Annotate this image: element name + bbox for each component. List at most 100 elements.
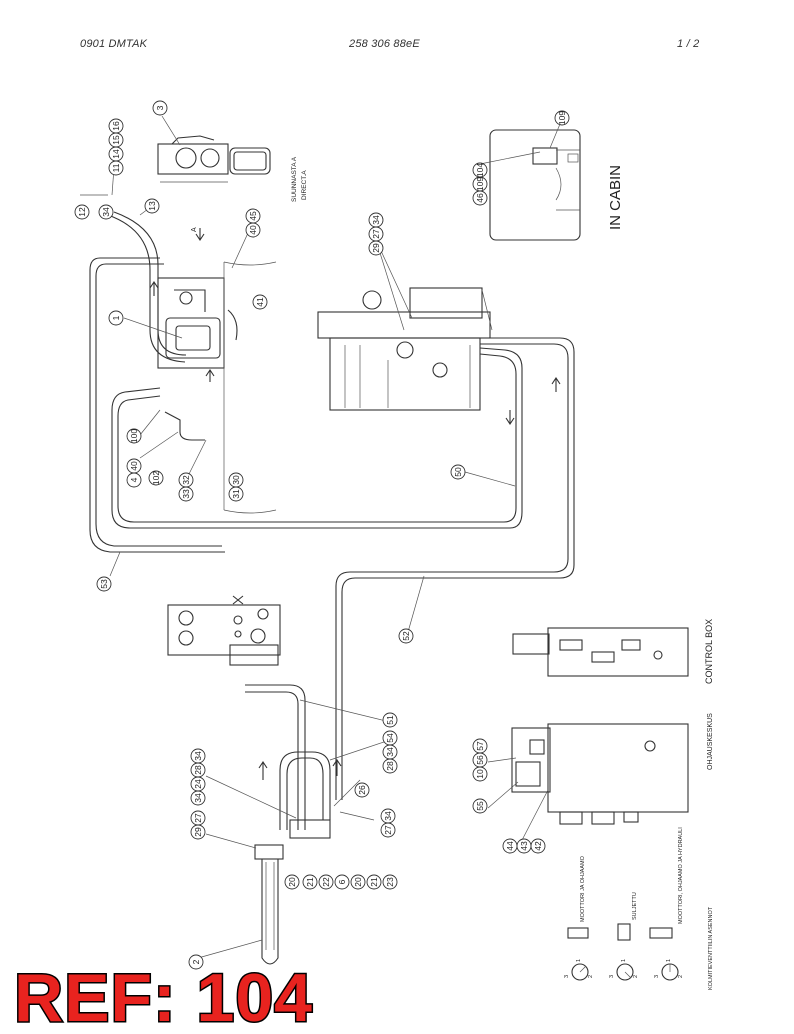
callout-34d: 34 — [380, 808, 396, 824]
svg-text:11: 11 — [111, 163, 121, 172]
suljettu-label: SULJETTU — [632, 892, 638, 920]
svg-text:34: 34 — [193, 751, 203, 761]
callout-41: 41 — [252, 294, 268, 310]
callout-45: 45 — [245, 208, 261, 224]
callout-109b: 109 — [472, 176, 488, 192]
leader-lines — [80, 115, 561, 959]
svg-text:51: 51 — [385, 715, 395, 725]
svg-text:2: 2 — [191, 959, 201, 964]
callout-14: 14 — [108, 146, 124, 162]
svg-text:109: 109 — [557, 111, 567, 125]
svg-text:55: 55 — [475, 801, 485, 811]
svg-text:24: 24 — [193, 779, 203, 789]
svg-text:30: 30 — [231, 475, 241, 485]
callout-54: 54 — [382, 730, 398, 746]
callout-3: 3 — [152, 100, 168, 116]
callout-26: 26 — [354, 782, 370, 798]
kolmitieventtiilin-label: KOLMITIEVENTTIILIN ASENNOT — [708, 906, 714, 990]
callout-20a: 20 — [284, 874, 300, 890]
suunnasta-label: SUUNNASTA A — [291, 156, 298, 202]
svg-text:44: 44 — [505, 841, 515, 851]
valve-position-1a: 1 — [576, 959, 582, 962]
svg-text:34: 34 — [371, 215, 381, 225]
callout-13: 13 — [144, 198, 160, 214]
svg-text:1: 1 — [111, 315, 121, 320]
svg-text:4: 4 — [129, 477, 139, 482]
valve-position-1c: 1 — [666, 959, 672, 962]
callout-52: 52 — [398, 628, 414, 644]
callout-16: 16 — [108, 118, 124, 134]
svg-text:42: 42 — [533, 841, 543, 851]
callout-2: 2 — [188, 954, 204, 970]
valve-position-2b: 2 — [633, 975, 639, 978]
svg-text:34: 34 — [193, 793, 203, 803]
callout-102: 102 — [148, 470, 164, 486]
svg-text:28: 28 — [193, 765, 203, 775]
callout-55: 55 — [472, 798, 488, 814]
svg-text:40: 40 — [129, 461, 139, 471]
arrow-a-label: A — [191, 227, 198, 232]
callout-28b: 28 — [382, 758, 398, 774]
svg-text:28: 28 — [385, 761, 395, 771]
callout-10: 10 — [472, 766, 488, 782]
svg-text:29: 29 — [193, 827, 203, 837]
in-cabin-box-drawing — [489, 129, 581, 241]
callout-44: 44 — [502, 838, 518, 854]
direct-label: DIRECT.A — [301, 170, 308, 200]
callout-6: 6 — [334, 874, 350, 890]
callout-51: 51 — [382, 712, 398, 728]
callout-100: 100 — [126, 428, 142, 444]
callout-34e: 34 — [190, 748, 206, 764]
callout-34c: 34 — [382, 744, 398, 760]
svg-text:34: 34 — [383, 811, 393, 821]
callout-56: 56 — [472, 752, 488, 768]
svg-text:100: 100 — [129, 429, 139, 443]
callout-27c: 27 — [190, 810, 206, 826]
control-box-drawing — [512, 627, 689, 677]
svg-text:45: 45 — [248, 211, 258, 221]
svg-text:56: 56 — [475, 755, 485, 765]
valve-position-3a: 3 — [564, 975, 570, 978]
callout-27b: 27 — [380, 822, 396, 838]
callout-12: 12 — [74, 204, 90, 220]
svg-text:22: 22 — [321, 877, 331, 887]
svg-text:20: 20 — [353, 877, 363, 887]
callout-109: 109 — [554, 110, 570, 126]
callout-104: 104 — [472, 162, 488, 178]
callout-bubbles: 3 16 15 14 11 12 34 13 45 40 1 41 100 40… — [74, 100, 570, 970]
reference-label: REF: 104 — [13, 960, 314, 1034]
callout-42: 42 — [530, 838, 546, 854]
callout-28a: 28 — [190, 762, 206, 778]
svg-text:34: 34 — [101, 207, 111, 217]
heating-element-drawing — [254, 819, 331, 965]
callout-23: 23 — [382, 874, 398, 890]
ohjauskeskus-label: OHJAUSKESKUS — [707, 713, 714, 770]
callout-30: 30 — [228, 472, 244, 488]
engine-mount-drawing — [157, 261, 277, 514]
valve-position-drawing — [567, 923, 679, 981]
moottori-hydrauli-label: MOOTTORI, OHJAAMO JA HYDRAULI — [678, 827, 684, 924]
callout-1: 1 — [108, 310, 124, 326]
callout-46: 46 — [472, 190, 488, 206]
rotated-labels: IN CABIN CONTROL BOX OHJAUSKESKUS SUUNNA… — [191, 156, 714, 990]
svg-text:12: 12 — [77, 207, 87, 217]
callout-40b: 40 — [126, 458, 142, 474]
svg-text:29: 29 — [371, 243, 381, 253]
svg-text:109: 109 — [475, 177, 485, 191]
svg-text:23: 23 — [385, 877, 395, 887]
svg-text:15: 15 — [111, 135, 121, 145]
callout-11: 11 — [108, 160, 124, 176]
callout-29b: 29 — [190, 824, 206, 840]
ohjauskeskus-box-drawing — [511, 723, 689, 825]
svg-text:27: 27 — [383, 825, 393, 835]
callout-21a: 21 — [302, 874, 318, 890]
callout-40: 40 — [245, 222, 261, 238]
svg-text:50: 50 — [453, 467, 463, 477]
svg-text:16: 16 — [111, 121, 121, 131]
engine-drawing — [317, 287, 493, 411]
svg-text:53: 53 — [99, 579, 109, 589]
callout-32: 32 — [178, 472, 194, 488]
callout-50: 50 — [450, 464, 466, 480]
